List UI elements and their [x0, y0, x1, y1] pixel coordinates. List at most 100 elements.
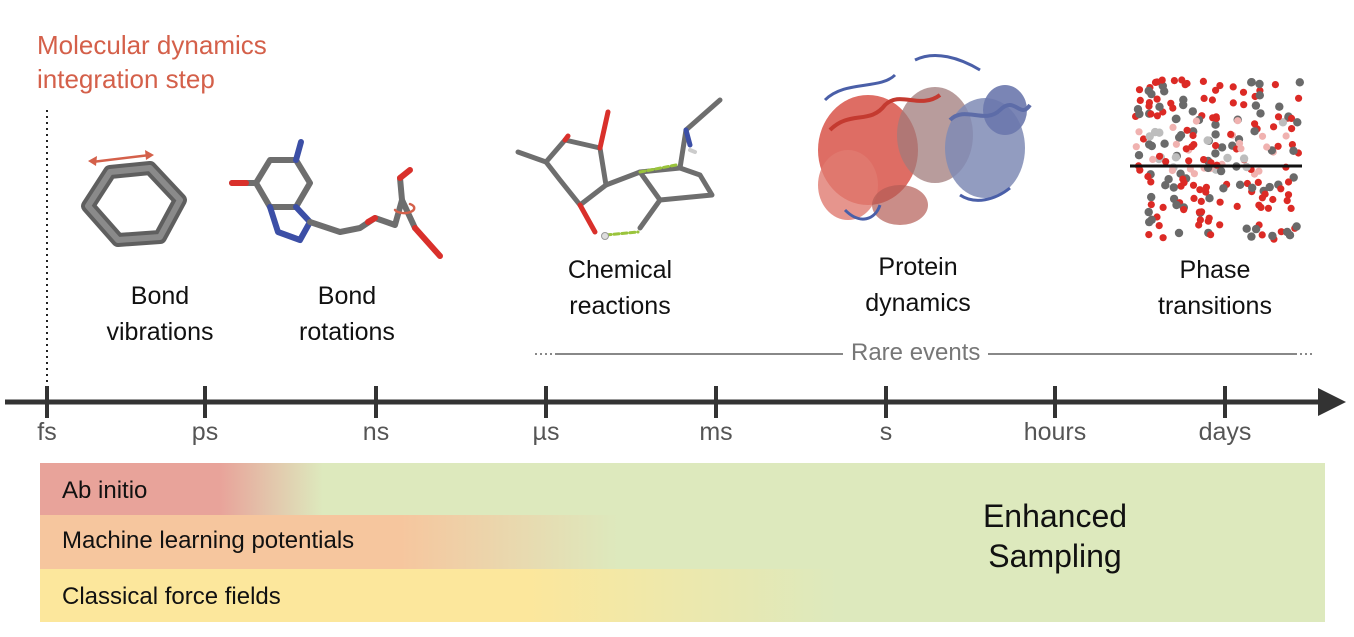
- event-label-bond-rotations: Bond rotations: [277, 278, 417, 350]
- phase-particle: [1251, 101, 1261, 110]
- phase-particle: [1288, 125, 1296, 133]
- phase-particle: [1247, 232, 1256, 241]
- phase-particle: [1275, 102, 1284, 111]
- md-step-title: Molecular dynamics integration step: [37, 28, 357, 96]
- phase-particle: [1248, 183, 1257, 192]
- phase-particle: [1217, 143, 1227, 152]
- phase-particle: [1287, 114, 1296, 122]
- phase-particle: [1271, 81, 1279, 89]
- md-step-line1: Molecular dynamics: [37, 30, 267, 60]
- phase-particle: [1149, 155, 1157, 163]
- phase-particle: [1188, 107, 1198, 116]
- phase-particle: [1135, 86, 1144, 94]
- purine-molecule-icon: [229, 139, 443, 259]
- phase-particle: [1211, 149, 1220, 158]
- event-label-line1: Chemical: [567, 256, 673, 284]
- phase-particle: [1235, 180, 1245, 189]
- enhanced-sampling-line2: Sampling: [988, 538, 1122, 574]
- phase-particle: [1242, 224, 1251, 233]
- md-step-line2: integration step: [37, 64, 215, 94]
- phase-particle: [1205, 194, 1214, 203]
- phase-particle: [1135, 109, 1144, 119]
- tick-label-ns: ns: [362, 418, 390, 446]
- event-label-line2: dynamics: [865, 289, 971, 317]
- phase-particle: [1289, 173, 1298, 182]
- phase-particle: [1172, 140, 1180, 148]
- phase-particle: [1155, 128, 1164, 137]
- phase-particle: [1145, 132, 1154, 141]
- phase-particle: [1147, 192, 1156, 202]
- event-label-phase-transitions: Phase transitions: [1140, 252, 1290, 324]
- phase-particle: [1255, 167, 1263, 175]
- phase-particle: [1147, 178, 1155, 186]
- phase-particle: [1258, 231, 1266, 239]
- phase-particle: [1277, 228, 1285, 236]
- enhanced-sampling-line1: Enhanced: [982, 498, 1128, 534]
- phase-particle: [1145, 99, 1153, 107]
- phase-particle: [1274, 113, 1283, 121]
- phase-particle: [1199, 77, 1207, 85]
- phase-particle: [1135, 128, 1143, 136]
- axis-ticks: [45, 386, 1227, 418]
- phase-particle: [1239, 88, 1248, 96]
- event-label-bond-vibrations: Bond vibrations: [90, 278, 230, 350]
- phase-particle: [1170, 77, 1178, 85]
- phase-particle: [1162, 158, 1170, 166]
- enhanced-sampling-label: Enhanced Sampling: [930, 496, 1180, 576]
- phase-particle: [1153, 112, 1161, 120]
- phase-particle: [1196, 186, 1204, 194]
- event-label-protein-dynamics: Protein dynamics: [843, 249, 993, 321]
- phase-particle: [1212, 142, 1220, 150]
- event-label-chemical-reactions: Chemical reactions: [545, 252, 695, 324]
- band-ab-initio: Ab initio: [40, 463, 1325, 515]
- phase-particle: [1151, 78, 1160, 86]
- phase-particle: [1255, 79, 1264, 89]
- phase-particle: [1156, 152, 1164, 160]
- phase-particle: [1219, 184, 1228, 193]
- phase-particle: [1160, 87, 1169, 96]
- phase-particle: [1295, 94, 1303, 102]
- phase-particle: [1155, 222, 1163, 230]
- band-label-ab-initio: Ab initio: [62, 477, 148, 504]
- rare-events-label: Rare events: [843, 339, 989, 367]
- phase-particle: [1167, 99, 1175, 107]
- phase-particle: [1288, 141, 1296, 149]
- phase-particle: [1147, 110, 1155, 118]
- phase-particle: [1132, 143, 1140, 151]
- phase-particle: [1172, 114, 1181, 124]
- phase-particle: [1216, 166, 1226, 176]
- phase-particle: [1189, 181, 1198, 189]
- event-label-line1: Bond: [317, 282, 377, 310]
- tick-label-us: µs: [532, 418, 560, 446]
- phase-particle: [1176, 131, 1186, 140]
- event-label-line2: transitions: [1158, 292, 1272, 320]
- phase-particle: [1251, 120, 1259, 128]
- phase-particle: [1160, 139, 1169, 148]
- phase-particle: [1229, 99, 1237, 107]
- phase-particle: [1190, 170, 1198, 178]
- phase-particle: [1227, 130, 1235, 138]
- phase-particle: [1216, 82, 1224, 90]
- tick-label-ps: ps: [191, 418, 219, 446]
- phase-particle: [1233, 202, 1241, 210]
- phase-particle: [1269, 195, 1277, 204]
- event-label-line1: Bond: [130, 282, 190, 310]
- phase-particle: [1250, 127, 1259, 136]
- phase-particle: [1172, 200, 1181, 210]
- band-ml-potentials: Machine learning potentials: [40, 515, 1325, 569]
- phase-particle: [1274, 142, 1282, 150]
- phase-particle: [1216, 198, 1224, 206]
- phase-particle: [1147, 141, 1157, 151]
- phase-particle: [1200, 94, 1208, 102]
- phase-particle: [1258, 194, 1266, 202]
- phase-particle: [1282, 132, 1290, 140]
- reaction-molecule-icon: [515, 97, 723, 240]
- event-label-line2: vibrations: [106, 318, 214, 346]
- tick-label-fs: fs: [37, 418, 57, 446]
- phase-particle: [1212, 114, 1220, 123]
- tick-label-ms: ms: [699, 418, 733, 446]
- phase-particle: [1196, 216, 1204, 224]
- phase-particle: [1171, 153, 1181, 162]
